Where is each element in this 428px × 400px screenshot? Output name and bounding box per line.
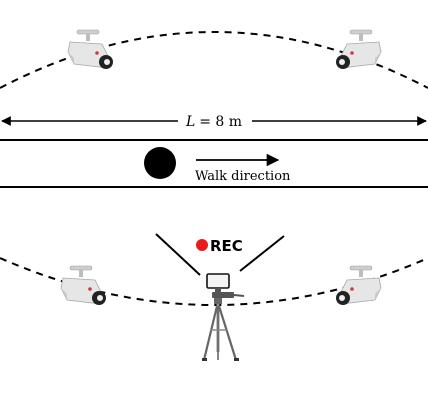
field-of-view-right xyxy=(239,235,285,272)
field-of-view-left xyxy=(155,233,201,276)
rec-dot xyxy=(196,239,208,251)
cctv-camera-icon-bottom-right xyxy=(335,265,382,306)
cctv-camera-icon-bottom-left xyxy=(60,265,107,306)
rec-label: REC xyxy=(210,237,243,255)
walk-direction-label: Walk direction xyxy=(195,169,291,184)
dimension-label: L= 8 m xyxy=(185,114,242,130)
cctv-camera-icon-top-left xyxy=(67,29,114,70)
tripod-camera-icon xyxy=(202,273,245,361)
walker-dot-icon xyxy=(144,147,176,179)
cctv-camera-icon-top-right xyxy=(335,29,382,70)
